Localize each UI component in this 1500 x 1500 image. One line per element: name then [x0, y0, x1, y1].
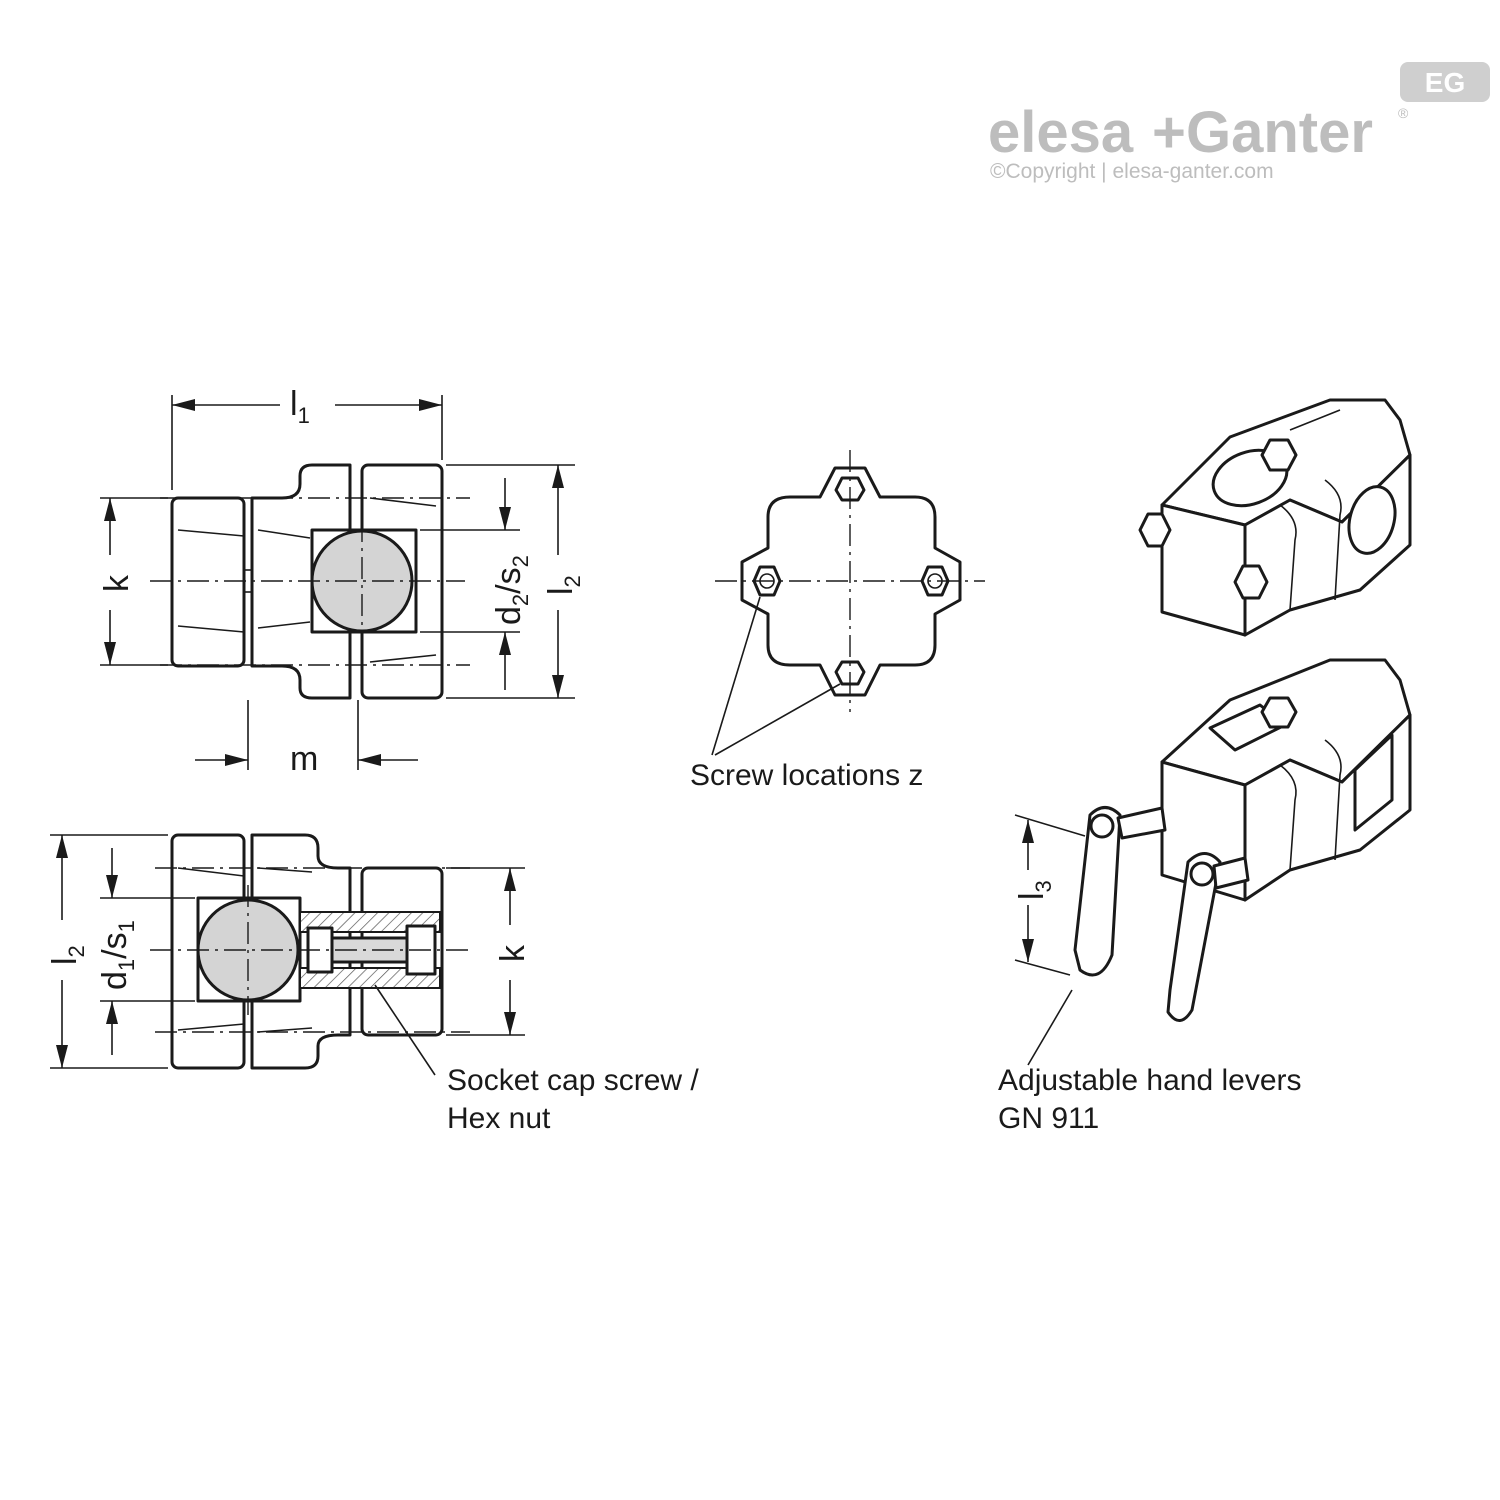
bottom-left-view: l2 d1/s1 k Socket cap screw / Hex nut — [46, 833, 699, 1135]
section-hatch-top — [299, 911, 441, 933]
logo-badge — [1400, 62, 1490, 102]
iso-side-bore — [1347, 485, 1397, 555]
clamp-block-left — [170, 496, 246, 668]
iso-hex-left — [1138, 512, 1172, 548]
elesa-ganter-logo: EG elesa + Ganter ® ©Copyright | elesa-g… — [988, 62, 1490, 183]
logo-registered: ® — [1398, 105, 1409, 121]
iso-view-bottom: l3 Adjustable hand levers GN 911 — [998, 658, 1412, 1135]
iso-hex-top — [1260, 438, 1298, 472]
hand-lever-right — [1166, 852, 1222, 1022]
logo-copyright: ©Copyright | elesa-ganter.com — [990, 160, 1274, 183]
socket-cap-label-line2: Hex nut — [447, 1102, 551, 1135]
iso2-square-bore-side — [1353, 733, 1394, 832]
top-left-view: l1 k l2 d2/s2 m — [98, 385, 585, 778]
dim-l3-label: l3 — [1013, 880, 1056, 900]
logo-brand-plus: + — [1152, 100, 1186, 165]
middle-view: Screw locations z — [690, 450, 985, 792]
hand-levers-label-line2: GN 911 — [998, 1102, 1099, 1135]
dim-l2-bottom-label: l2 — [46, 945, 89, 965]
iso2-hex-top — [1260, 696, 1298, 729]
dim-l2-top-label: l2 — [542, 575, 585, 595]
dim-l1-label: l1 — [290, 385, 310, 428]
hand-lever-left — [1073, 806, 1122, 977]
logo-brand-left: elesa — [988, 100, 1134, 165]
dim-d1s1-label: d1/s1 — [96, 920, 139, 990]
cross-clamp-outline — [740, 466, 962, 697]
socket-cap-label-line1: Socket cap screw / — [447, 1064, 699, 1097]
dim-k-bottom-label: k — [494, 944, 532, 962]
hand-levers-label-line1: Adjustable hand levers — [998, 1064, 1302, 1097]
iso-hex-front — [1233, 564, 1269, 600]
dim-m-label: m — [290, 740, 318, 778]
dim-d2s2-label: d2/s2 — [490, 555, 533, 625]
logo-badge-text: EG — [1425, 67, 1465, 98]
iso-front-face — [1160, 503, 1247, 637]
dim-k-top-label: k — [98, 574, 136, 592]
screw-locations-label: Screw locations z — [690, 759, 923, 792]
iso-view-top — [1138, 398, 1412, 637]
logo-brand-right: Ganter — [1186, 100, 1373, 165]
section-hatch-bottom — [299, 967, 441, 989]
